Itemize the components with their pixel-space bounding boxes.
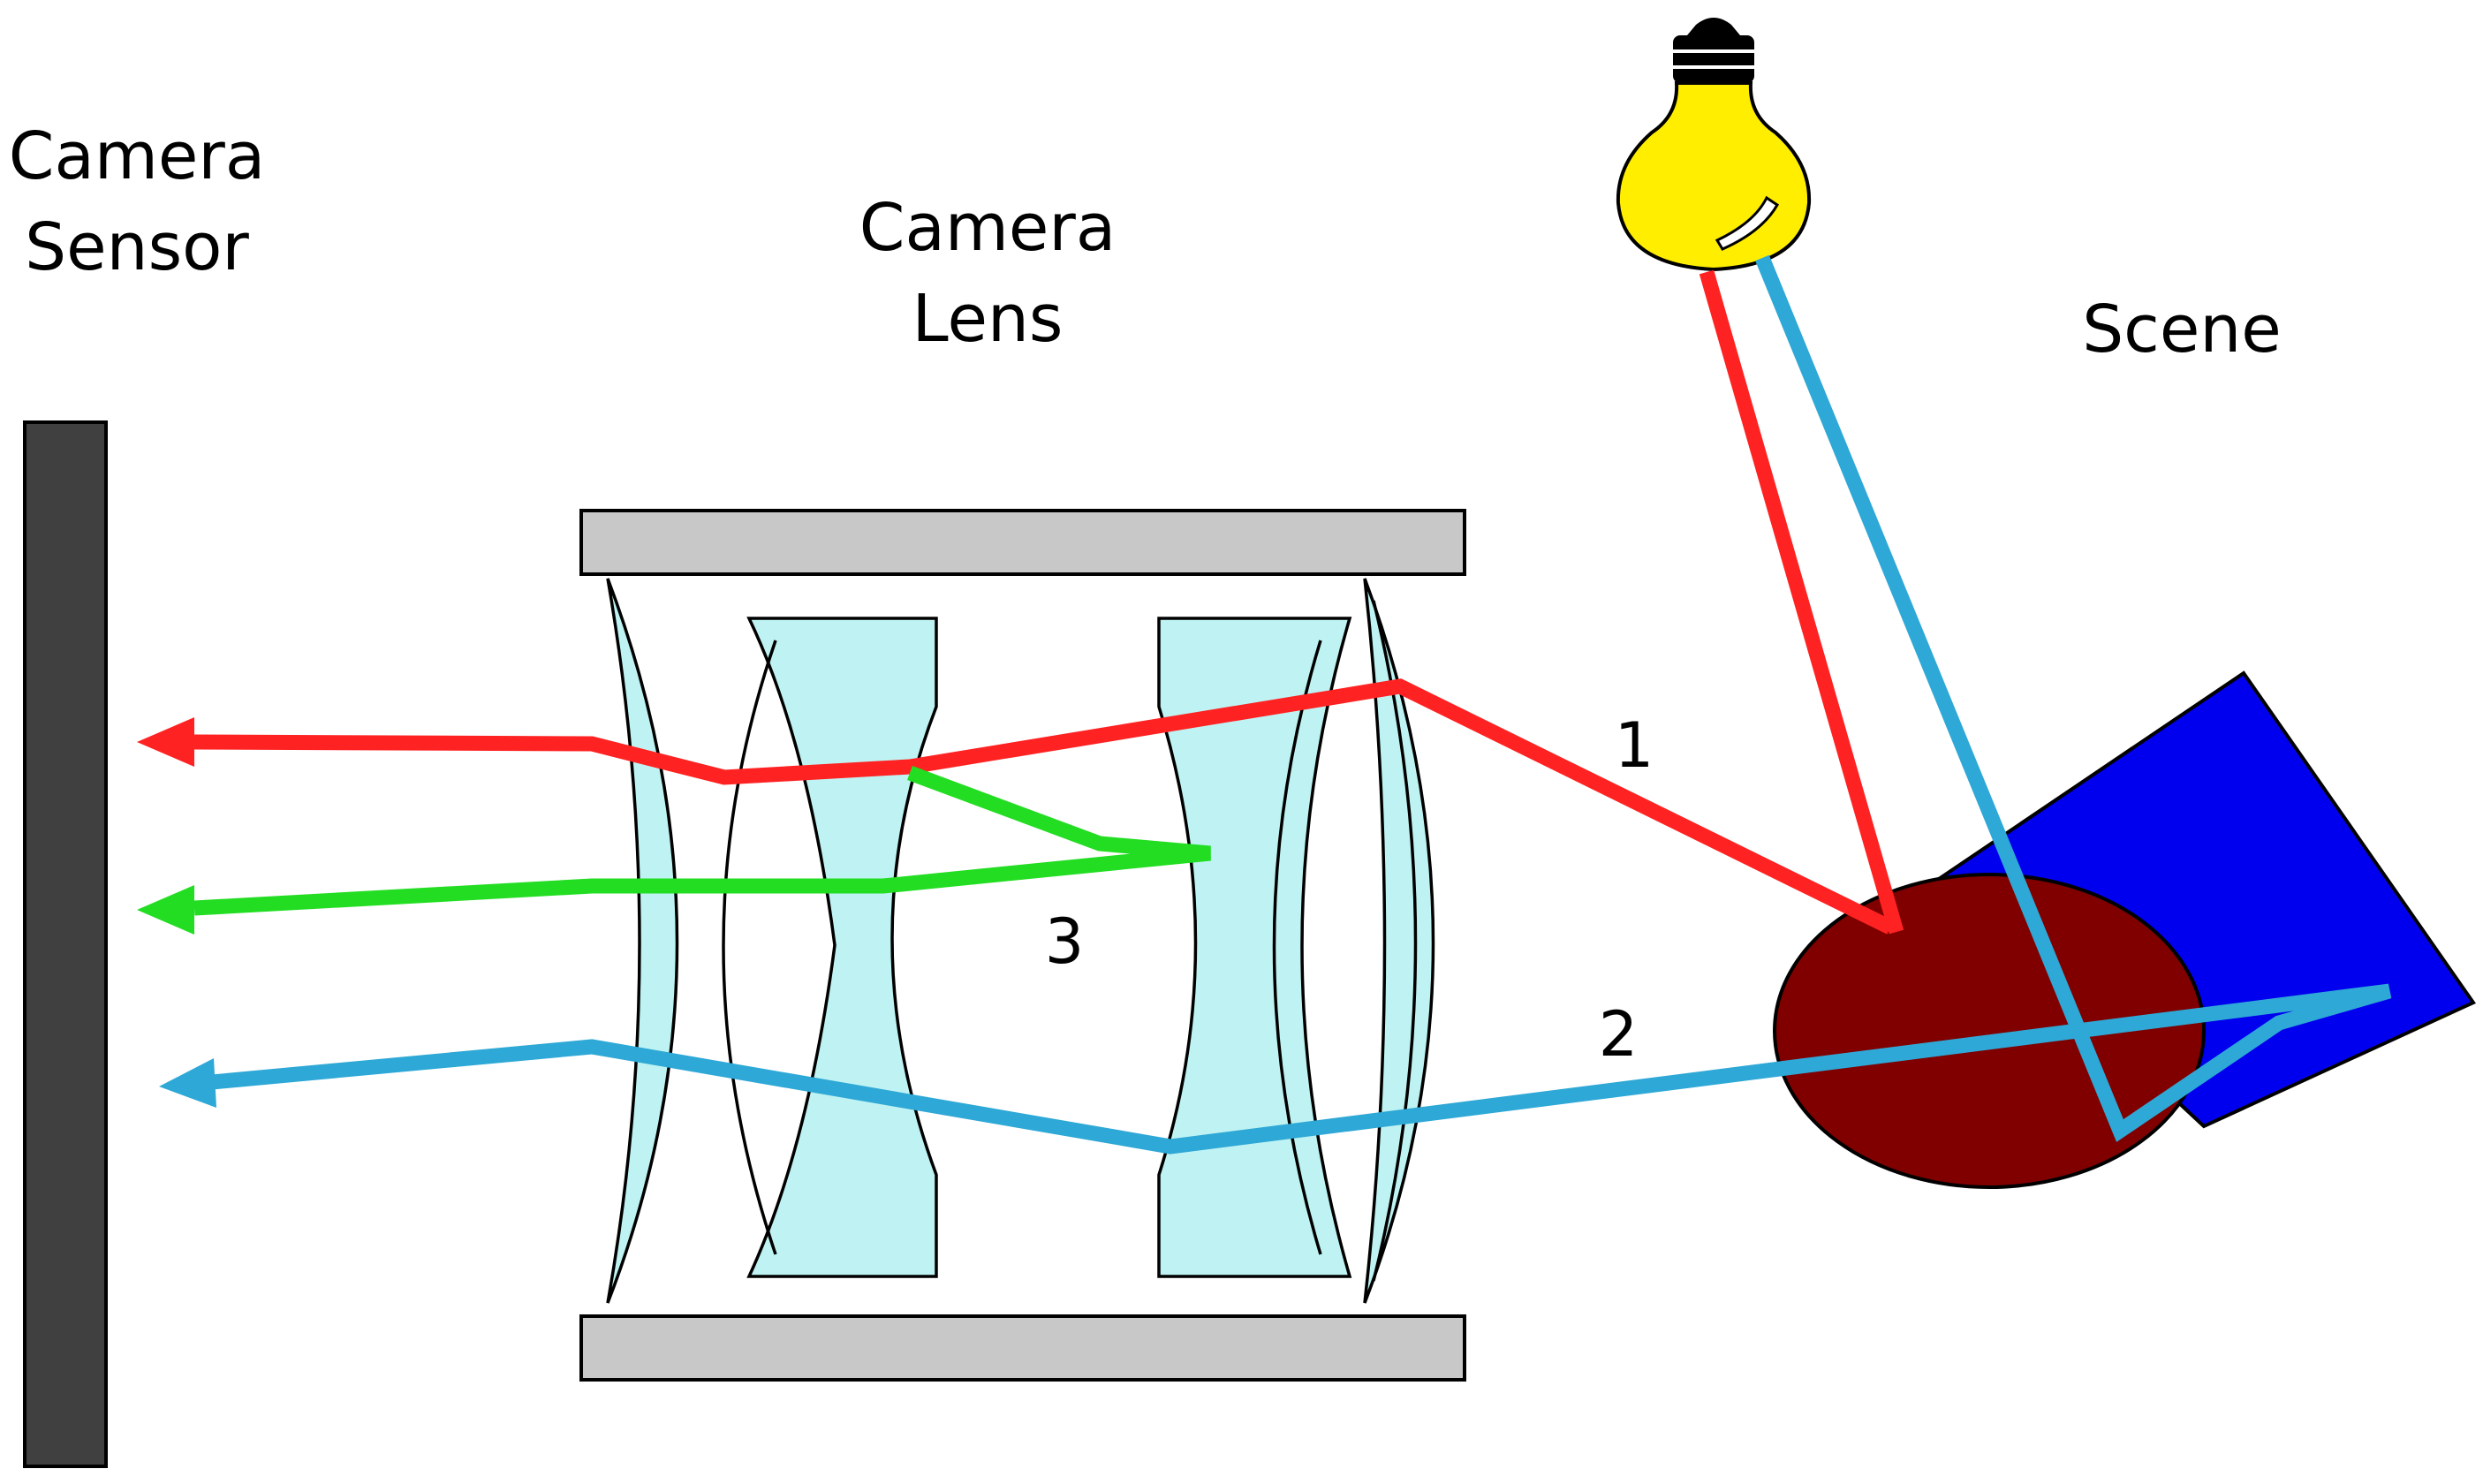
lens-barrel-bottom <box>579 1314 1466 1382</box>
ray-2 <box>159 254 2392 1155</box>
ray-1-arrowhead <box>137 717 194 767</box>
ray-3-label: 3 <box>1045 905 1085 978</box>
lens-element-2-rear <box>722 640 777 1255</box>
lens-element-4-inner <box>1372 600 1418 1282</box>
ray-1-label: 1 <box>1615 709 1654 782</box>
ray-1 <box>137 269 1904 935</box>
light-bulb-icon <box>1616 18 1812 272</box>
scene-label: Scene <box>2082 292 2282 367</box>
lens-label-line2: Lens <box>912 281 1064 357</box>
ray-3 <box>137 766 1211 935</box>
lens-element-2 <box>746 617 938 1278</box>
lens-label-line1: Camera <box>859 190 1116 266</box>
lens-element-3-rear <box>1272 640 1322 1255</box>
lens-element-1 <box>606 578 679 1304</box>
lens-barrel-top <box>579 509 1466 576</box>
sensor-label-line1: Camera <box>9 118 265 194</box>
ray-3-arrowhead <box>137 885 194 935</box>
camera-sensor <box>23 420 108 1468</box>
ray-2-arrowhead <box>159 1058 216 1108</box>
sensor-label-line2: Sensor <box>25 209 249 285</box>
ray-2-label: 2 <box>1599 998 1639 1071</box>
lens-element-3 <box>1157 617 1352 1278</box>
scene-ellipse-object <box>1773 873 2206 1189</box>
